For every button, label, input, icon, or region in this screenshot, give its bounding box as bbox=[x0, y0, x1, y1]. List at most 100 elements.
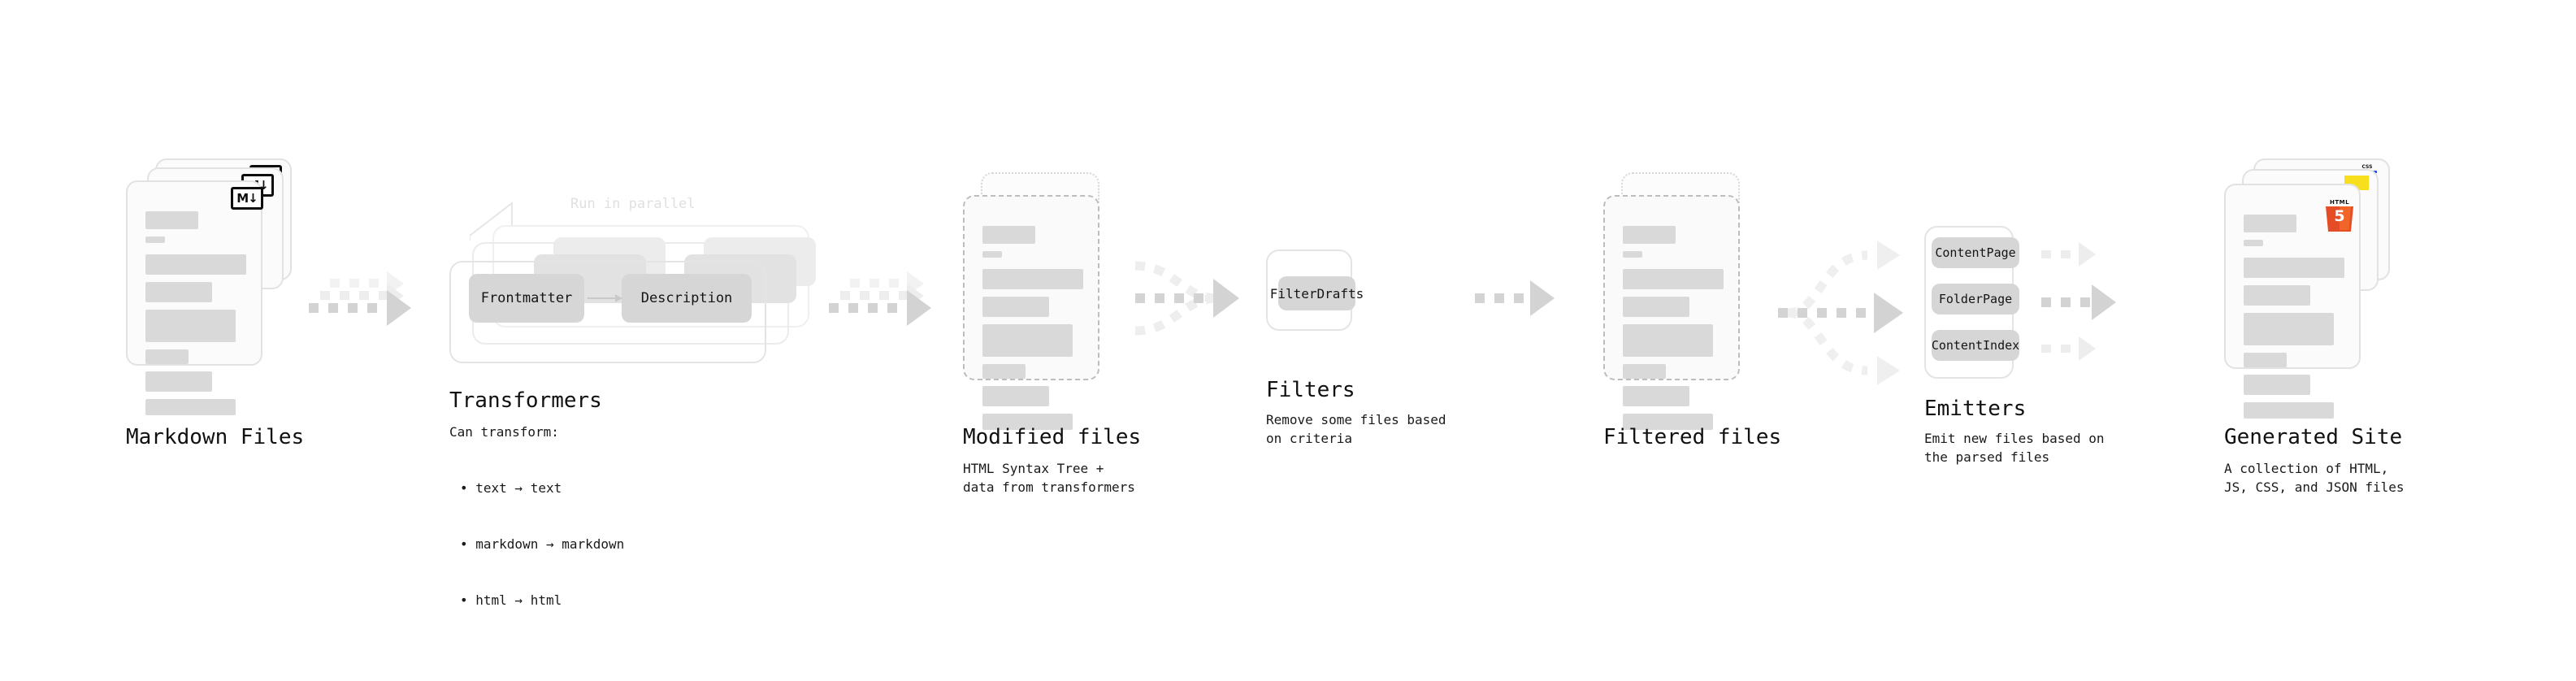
arrow-head bbox=[1530, 280, 1555, 316]
chip-label: Description bbox=[640, 290, 733, 306]
bullet-item: • html → html bbox=[460, 592, 562, 608]
markdown-file-card-front bbox=[126, 180, 262, 415]
doc-line bbox=[2244, 215, 2296, 232]
chip-label: ContentPage bbox=[1935, 245, 2016, 260]
arrow-head bbox=[907, 290, 931, 326]
chip-label: FilterDrafts bbox=[1269, 285, 1364, 301]
dash-segment bbox=[829, 303, 913, 313]
transformer-chip-frontmatter[interactable]: Frontmatter bbox=[469, 274, 584, 323]
transformers-bullet-list: • text → text • markdown → markdown • ht… bbox=[460, 441, 624, 647]
emitter-chip-folderpage[interactable]: FolderPage bbox=[1932, 284, 2019, 314]
stage-title-transformers: Transformers bbox=[449, 388, 602, 413]
doc-line bbox=[1623, 226, 1676, 244]
dash-segment bbox=[840, 291, 913, 300]
dash-segment bbox=[1475, 293, 1535, 303]
doc-line bbox=[982, 324, 1073, 357]
doc-line bbox=[1623, 324, 1713, 357]
doc-line bbox=[982, 226, 1035, 244]
doc-line bbox=[145, 371, 212, 392]
arrow-head bbox=[2079, 336, 2096, 361]
doc-line bbox=[145, 211, 198, 229]
bullet-item: • markdown → markdown bbox=[460, 536, 625, 552]
doc-line bbox=[982, 251, 1002, 258]
dash-segment bbox=[2041, 250, 2084, 258]
bullet-item: • text → text bbox=[460, 480, 562, 496]
connector-md-to-transformers bbox=[309, 268, 418, 341]
doc-line bbox=[145, 310, 236, 342]
filter-chip-filterdrafts[interactable]: FilterDrafts bbox=[1270, 276, 1364, 310]
doc-line bbox=[982, 414, 1073, 430]
doc-line bbox=[2244, 353, 2287, 367]
modified-file-body bbox=[982, 226, 1083, 437]
fan-out-connector-svg bbox=[1778, 241, 1903, 385]
stage-desc-modified-files: HTML Syntax Tree + data from transformer… bbox=[963, 461, 1135, 495]
doc-line bbox=[1623, 297, 1689, 317]
modified-file-card-front bbox=[963, 195, 1099, 430]
doc-line bbox=[1623, 386, 1689, 406]
doc-line bbox=[145, 236, 165, 243]
merge-connector-svg bbox=[1134, 261, 1239, 336]
emitter-chip-contentpage[interactable]: ContentPage bbox=[1932, 237, 2019, 268]
stage-title-modified-files: Modified files bbox=[963, 425, 1142, 449]
html5-shield-inner bbox=[2340, 206, 2351, 230]
filtered-file-card-front bbox=[1603, 195, 1740, 430]
generated-file-card-html bbox=[2224, 184, 2361, 419]
stage-desc-filters: Remove some files based on criteria bbox=[1266, 412, 1446, 446]
dash-segment bbox=[309, 303, 393, 313]
filtered-file-body bbox=[1623, 226, 1724, 437]
markdown-badge-text: M↓ bbox=[236, 190, 258, 206]
connector-emitters-to-site bbox=[2041, 236, 2204, 390]
doc-line bbox=[2244, 375, 2310, 395]
chip-label: FolderPage bbox=[1938, 292, 2013, 306]
connector-transformers-to-modified bbox=[829, 268, 943, 341]
run-in-parallel-note: Run in parallel bbox=[570, 196, 696, 212]
doc-line bbox=[1623, 414, 1713, 430]
doc-line bbox=[145, 399, 236, 415]
generated-site-stack: CSS HTML 5 bbox=[2224, 158, 2390, 419]
connector-filters-to-filtered bbox=[1475, 280, 1581, 321]
doc-line bbox=[982, 364, 1026, 379]
chip-label: Frontmatter bbox=[480, 290, 573, 306]
doc-line bbox=[1623, 269, 1724, 289]
stage-desc-transformers: Can transform: bbox=[449, 424, 559, 440]
arrow-head bbox=[387, 290, 411, 326]
doc-line bbox=[982, 297, 1049, 317]
arrow-head bbox=[2079, 242, 2096, 267]
doc-line bbox=[145, 254, 246, 275]
doc-line bbox=[2244, 313, 2334, 345]
html5-badge-cap: HTML bbox=[2329, 199, 2350, 206]
stage-desc-generated-site: A collection of HTML, JS, CSS, and JSON … bbox=[2224, 461, 2405, 495]
stage-title-filtered-files: Filtered files bbox=[1603, 425, 1782, 449]
dash-segment bbox=[320, 291, 393, 300]
stage-title-emitters: Emitters bbox=[1924, 397, 2027, 421]
css-badge-label: CSS bbox=[2361, 164, 2373, 170]
generated-file-body bbox=[2244, 215, 2344, 426]
dash-segment bbox=[2041, 297, 2097, 307]
doc-line bbox=[982, 269, 1083, 289]
doc-line bbox=[2244, 285, 2310, 306]
doc-line bbox=[1623, 364, 1666, 379]
stage-title-markdown-files: Markdown Files bbox=[126, 425, 305, 449]
leader-line-svg bbox=[469, 201, 513, 241]
connector-filtered-to-emitters bbox=[1772, 236, 1926, 390]
chip-label: ContentIndex bbox=[1931, 338, 2020, 353]
doc-line bbox=[2244, 402, 2334, 419]
transformer-chip-description[interactable]: Description bbox=[622, 274, 752, 323]
emitter-chip-contentindex[interactable]: ContentIndex bbox=[1932, 330, 2019, 361]
dash-segment bbox=[2041, 345, 2084, 353]
doc-line bbox=[2244, 258, 2344, 278]
dash-segment bbox=[330, 279, 393, 288]
connector-modified-to-filters bbox=[1134, 248, 1264, 354]
doc-line bbox=[1623, 251, 1642, 258]
stage-title-generated-site: Generated Site bbox=[2224, 425, 2403, 449]
doc-line bbox=[982, 386, 1049, 406]
doc-line bbox=[145, 282, 212, 302]
dash-segment bbox=[850, 279, 913, 288]
transformer-inner-arrow-front bbox=[588, 294, 622, 302]
run-in-parallel-leader bbox=[469, 193, 559, 241]
markdown-badge-front-icon: M↓ bbox=[231, 187, 263, 210]
stage-title-filters: Filters bbox=[1266, 378, 1355, 402]
stage-desc-emitters: Emit new files based on the parsed files bbox=[1924, 431, 2105, 465]
arrow-head bbox=[2092, 284, 2116, 320]
